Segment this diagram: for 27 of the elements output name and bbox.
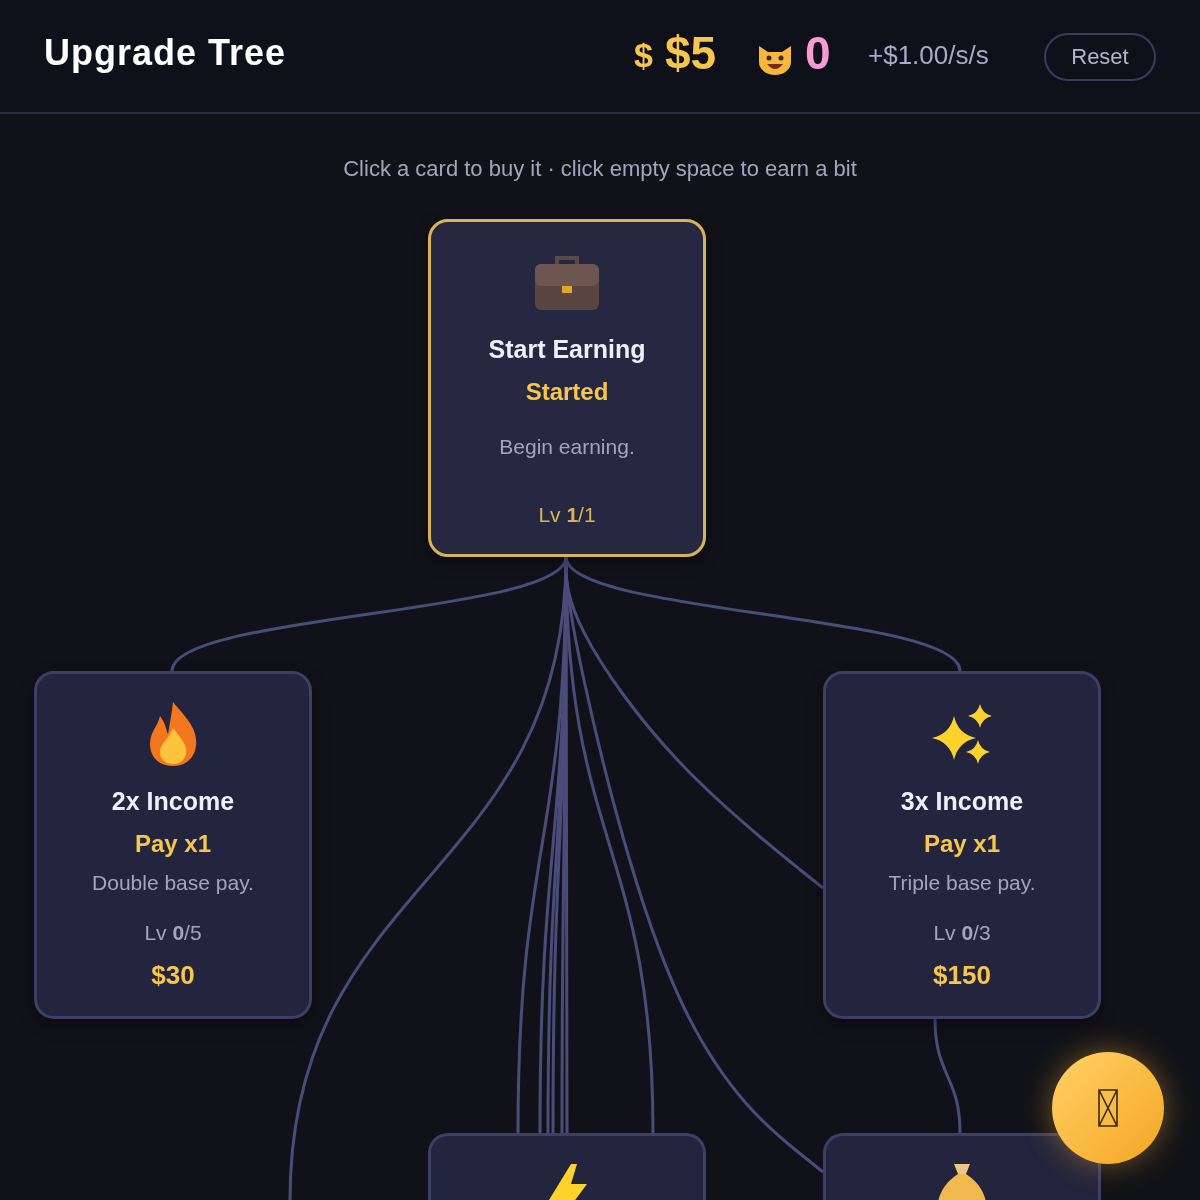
money-amount: $5: [665, 26, 717, 80]
upgrade-card: [428, 1133, 706, 1200]
reset-button: Reset: [1044, 33, 1156, 81]
upgrade-card: [34, 671, 312, 1019]
upgrade-card: [823, 671, 1101, 1019]
upgrade-card: [428, 219, 706, 557]
description-text: Begin earning.: [498, 434, 636, 460]
cat-count: 0: [805, 26, 831, 80]
card-title: Start Earning: [487, 334, 647, 365]
currency-symbol: $: [634, 36, 653, 75]
price-text: $30: [150, 959, 196, 992]
level-text: Lv 1/1: [537, 502, 597, 528]
upgrade-card: [823, 1133, 1101, 1200]
card-title: 2x Income: [110, 786, 236, 817]
level-text: Lv 0/5: [143, 920, 203, 946]
description-text: Double base pay.: [91, 870, 255, 896]
instruction-text: Click a card to buy it · click empty space to earn a bit: [342, 156, 858, 182]
level-text: Lv 0/3: [932, 920, 992, 946]
income-rate: +$1.00/s/s: [868, 40, 989, 71]
page-title: Upgrade Tree: [44, 32, 287, 74]
status-text: Pay x1: [133, 829, 213, 859]
connector-line: [933, 1018, 962, 1134]
price-text: $150: [932, 959, 992, 992]
status-text: Pay x1: [922, 829, 1002, 859]
status-text: Started: [524, 377, 610, 407]
card-title: 3x Income: [899, 786, 1025, 817]
description-text: Triple base pay.: [887, 870, 1037, 896]
